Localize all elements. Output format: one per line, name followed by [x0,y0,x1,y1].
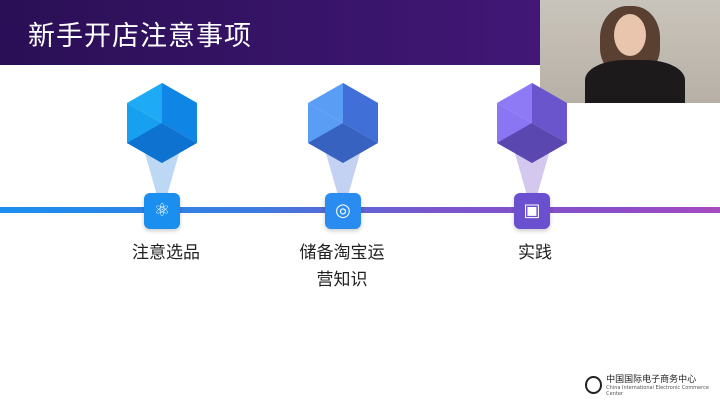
ciecc-logo: 中国国际电子商务中心 China International Electroni… [585,372,720,397]
logo-en: China International Electronic Commerce … [606,385,709,397]
cube-icon [127,83,197,163]
logo-mark-icon [585,375,603,394]
step-label-1: 注意选品 [132,243,200,263]
step-label-2-line2: 营知识 [316,270,368,290]
page-title: 新手开店注意事项 [28,21,252,52]
cube-icon [497,83,567,163]
cube-icon [308,83,378,163]
presenter-face [614,14,646,56]
webcam-video [540,0,720,103]
step-label-2-line1: 储备淘宝运 [299,243,385,263]
atom-icon: ⚛ [144,193,180,229]
layers-icon: ▣ [514,193,550,229]
step-label-3: 实践 [518,243,552,263]
presenter-body [585,60,685,103]
step-label-2: 储备淘宝运营知识 [282,240,402,294]
logo-cn: 中国国际电子商务中心 [606,375,697,385]
target-icon: ◎ [325,193,361,229]
